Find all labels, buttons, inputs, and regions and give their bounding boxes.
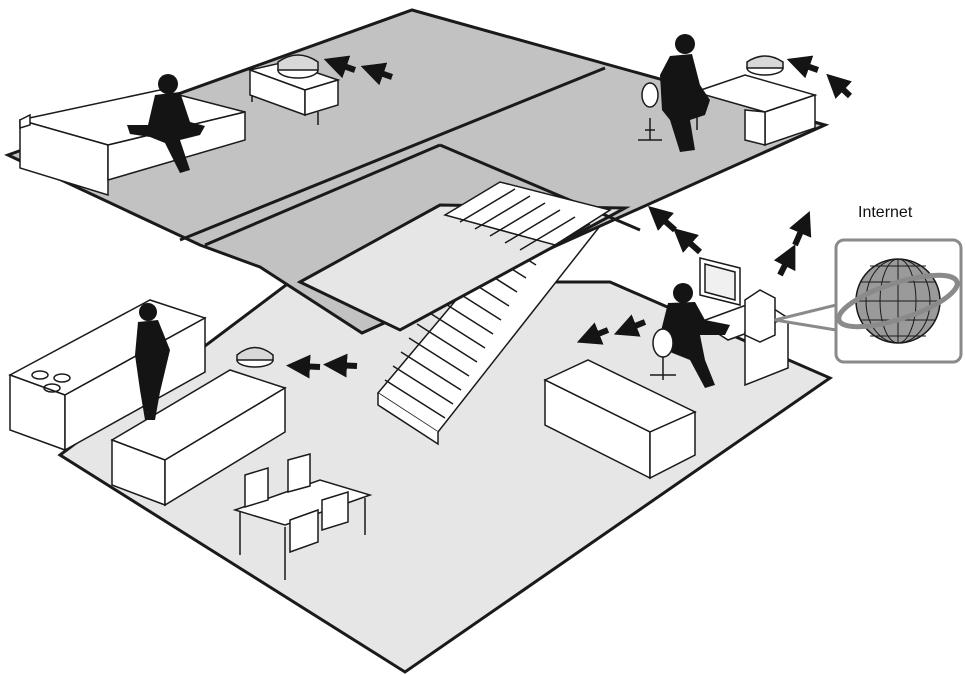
upper-stairs	[443, 181, 612, 258]
lower-sofa	[543, 359, 697, 480]
wireless-speaker-icon-kitchen	[236, 346, 274, 368]
dining-table	[232, 453, 373, 580]
wireless-speaker-icon	[277, 54, 319, 79]
kitchen-island	[110, 369, 287, 507]
signal-arrows-upper-right	[786, 55, 853, 99]
signal-arrows-lower-router	[576, 206, 812, 345]
office-chair-lower	[650, 328, 676, 380]
monitor-icon	[699, 257, 741, 306]
office-chair-upper	[638, 82, 662, 141]
signal-arrows-upper-left	[323, 55, 393, 86]
person-at-upper-desk	[660, 34, 710, 152]
person-on-sofa	[127, 74, 205, 173]
person-in-kitchen	[135, 303, 170, 420]
person-at-computer	[660, 283, 730, 388]
internet-label: Internet	[858, 204, 913, 221]
router-icon	[744, 289, 776, 343]
wireless-speaker-icon-upper-desk	[746, 55, 784, 76]
internet-globe-icon	[836, 258, 960, 344]
upper-desk	[692, 74, 818, 147]
signal-arrows-kitchen	[286, 353, 358, 379]
